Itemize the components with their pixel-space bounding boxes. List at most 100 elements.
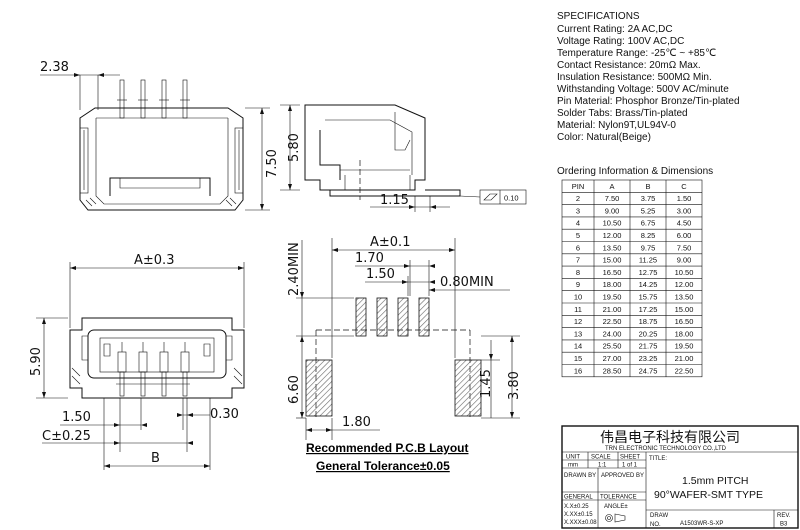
table-cell: 16.50: [675, 317, 694, 326]
spec-line: Current Rating: 2A AC,DC: [557, 24, 673, 35]
table-cell: 24.00: [603, 329, 622, 338]
table-cell: 10.50: [603, 219, 622, 228]
table-cell: 18.75: [639, 317, 658, 326]
table-cell: 9: [576, 280, 580, 289]
top-view: A±0.3 5.90 1.50 0.30 C±0.25 B: [29, 253, 245, 470]
spec-line: Insulation Resistance: 500MΩ Min.: [557, 72, 712, 83]
tb-no: NO.: [650, 522, 661, 528]
pcb-layout: A±0.1 1.70 1.50 0.80MIN 2.40MIN 6.60 1.8…: [287, 235, 522, 473]
tb-mm: mm: [568, 463, 578, 469]
dim-1-45: 1.45: [479, 369, 494, 398]
tb-scale: SCALE: [591, 455, 611, 461]
spec-line: Voltage Rating: 100V AC,DC: [557, 36, 684, 47]
tb-general: GENERAL: [564, 495, 593, 501]
table-cell: 15: [574, 354, 582, 363]
table-cell: 18.00: [603, 280, 622, 289]
table-cell: 24.75: [639, 366, 658, 375]
table-cell: 21.75: [639, 342, 658, 351]
dim-7-50: 7.50: [265, 149, 280, 178]
table-cell: 6.00: [677, 231, 692, 240]
dim-5-90: 5.90: [29, 347, 44, 376]
table-cell: 3: [576, 206, 580, 215]
ordering-heading: Ordering Information & Dimensions: [557, 166, 713, 177]
signal-pads: [355, 297, 430, 337]
tb-drawn-by: DRAWN BY: [564, 473, 596, 479]
tb-draw: DRAW: [650, 513, 668, 519]
table-cell: 4: [576, 219, 580, 228]
table-cell: 25.50: [603, 342, 622, 351]
spec-line: Pin Material: Phosphor Bronze/Tin-plated: [557, 96, 740, 107]
dim-1-70: 1.70: [355, 251, 384, 266]
spec-line: Material: Nylon9T,UL94V-0: [557, 120, 676, 131]
table-header-cell: B: [645, 182, 650, 191]
spec-line: Color: Natural(Beige): [557, 132, 651, 143]
dim-0-80-min: 0.80MIN: [440, 275, 494, 290]
mount-pad-right: [454, 359, 482, 417]
table-cell: 7.50: [605, 194, 620, 203]
tb-sheet: SHEET: [620, 455, 640, 461]
dim-6-60: 6.60: [287, 375, 302, 404]
pcb-recommended-label: Recommended P.C.B Layout: [306, 441, 468, 455]
table-cell: 20.25: [639, 329, 658, 338]
table-cell: 27.00: [603, 354, 622, 363]
dim-3-80: 3.80: [507, 371, 522, 400]
tb-tol2: X.XX±0.15: [564, 512, 593, 518]
tb-title-line2: 90°WAFER-SMT TYPE: [654, 489, 763, 501]
table-header-cell: A: [609, 182, 614, 191]
table-cell: 11.25: [639, 256, 657, 265]
company-name-cn: 伟昌电子科技有限公司: [600, 430, 740, 446]
projection-symbol-icon: [605, 513, 626, 523]
tb-title-line1: 1.5mm PITCH: [682, 475, 749, 487]
spec-line: Contact Resistance: 20mΩ Max.: [557, 60, 701, 71]
dim-c-025: C±0.25: [42, 429, 91, 444]
table-cell: 16.50: [603, 268, 622, 277]
spec-line: Solder Tabs: Brass/Tin-plated: [557, 108, 688, 119]
dim-1-80: 1.80: [342, 415, 371, 430]
dim-1-50-top: 1.50: [62, 410, 91, 425]
pcb-tolerance-label: General Tolerance±0.05: [316, 459, 450, 473]
tb-rev: REV.: [777, 513, 791, 519]
mount-pad-left: [305, 359, 333, 417]
dim-5-80: 5.80: [287, 133, 302, 162]
table-cell: 9.75: [641, 243, 656, 252]
table-cell: 10: [574, 293, 582, 302]
dim-1-50-pcb: 1.50: [366, 267, 395, 282]
table-cell: 23.25: [639, 354, 658, 363]
tb-tol1: X.X±0.25: [564, 504, 589, 510]
spec-line: Withstanding Voltage: 500V AC/minute: [557, 84, 729, 95]
dim-a-03: A±0.3: [134, 253, 174, 268]
table-cell: 7.50: [677, 243, 692, 252]
table-cell: 14.25: [639, 280, 658, 289]
tb-tol3: X.XXX±0.08: [564, 520, 597, 526]
table-cell: 22.50: [603, 317, 622, 326]
table-cell: 15.75: [639, 293, 658, 302]
table-cell: 19.50: [603, 293, 622, 302]
spec-line: Temperature Range: -25℃ ~ +85℃: [557, 48, 716, 59]
table-cell: 11: [574, 305, 582, 314]
tb-approved-by: APPROVED BY: [601, 473, 644, 479]
table-cell: 5.25: [641, 206, 656, 215]
table-cell: 3.00: [677, 206, 692, 215]
table-cell: 6.75: [641, 219, 656, 228]
table-cell: 17.25: [639, 305, 658, 314]
table-cell: 1.50: [677, 194, 692, 203]
table-cell: 18.00: [675, 329, 694, 338]
table-cell: 19.50: [675, 342, 694, 351]
dim-2-38: 2.38: [40, 60, 69, 75]
tb-tolerance: TOLERANCE: [600, 495, 637, 501]
table-cell: 13.50: [603, 243, 622, 252]
table-cell: 21.00: [675, 354, 694, 363]
tb-rev-val: B3: [780, 522, 788, 528]
dim-1-15: 1.15: [380, 193, 409, 208]
table-cell: 16: [574, 366, 582, 375]
company-name-en: TRN ELECTRONIC TECHNOLOGY CO.,LTD: [605, 446, 727, 452]
table-cell: 6: [576, 243, 580, 252]
table-cell: 12: [574, 317, 582, 326]
table-cell: 10.50: [675, 268, 694, 277]
side-view: 5.80 1.15 0.10: [280, 104, 527, 212]
table-cell: 8: [576, 268, 580, 277]
tb-title-label: TITLE:: [649, 456, 667, 462]
tb-scale-val: 1:1: [598, 463, 607, 469]
